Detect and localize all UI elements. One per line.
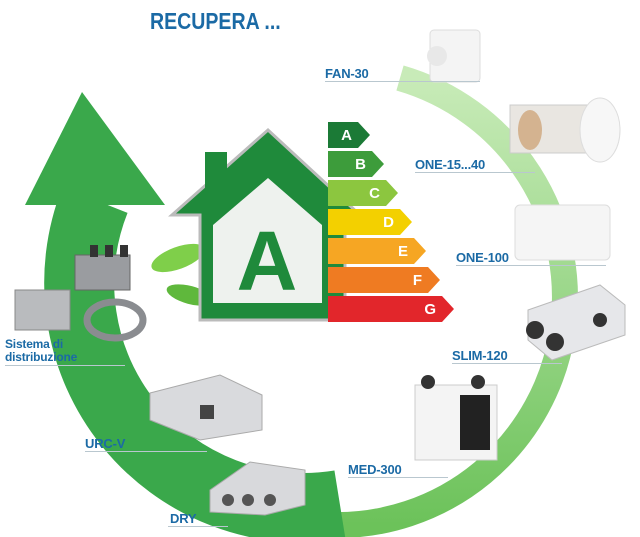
label-med-300: MED-300 bbox=[348, 462, 402, 477]
energy-bar-b bbox=[328, 151, 384, 177]
cycle-arrowhead bbox=[25, 92, 165, 205]
one-15-40-image bbox=[509, 97, 621, 163]
slim-120-image bbox=[526, 284, 626, 361]
divider bbox=[325, 81, 480, 82]
urc-v-image bbox=[149, 374, 263, 441]
label-line: distribuzione bbox=[5, 350, 78, 364]
energy-bar-letter: D bbox=[383, 214, 394, 231]
label-one-100: ONE-100 bbox=[456, 250, 509, 265]
energy-bar-d bbox=[328, 209, 412, 235]
label-slim-120: SLIM-120 bbox=[452, 348, 508, 363]
energy-bar-letter: A bbox=[341, 127, 352, 144]
divider bbox=[415, 172, 535, 173]
label-fan-30: FAN-30 bbox=[325, 66, 369, 81]
one-100-image bbox=[514, 204, 611, 261]
label-dry: DRY bbox=[170, 511, 197, 526]
fan-30-image bbox=[427, 29, 481, 83]
energy-bar-f bbox=[328, 267, 440, 293]
med-300-image bbox=[414, 375, 498, 461]
energy-bar-e bbox=[328, 238, 426, 264]
label-line: Sistema di bbox=[5, 337, 64, 351]
energy-bar-letter: B bbox=[355, 156, 366, 173]
divider bbox=[348, 477, 448, 478]
energy-bar-a bbox=[328, 122, 370, 148]
sistema-distribuzione-image bbox=[14, 245, 147, 342]
label-urc-v: URC-V bbox=[85, 436, 126, 451]
energy-bar-letter: G bbox=[424, 301, 436, 318]
energy-house-icon: A bbox=[168, 127, 364, 322]
leaf-icon bbox=[151, 243, 205, 273]
energy-bar-letter: C bbox=[369, 185, 380, 202]
divider bbox=[5, 365, 125, 366]
energy-bar-g bbox=[328, 296, 454, 322]
house-rating-letter: A bbox=[237, 214, 298, 308]
page-title: RECUPERA ... bbox=[150, 8, 281, 34]
divider bbox=[452, 363, 562, 364]
dry-image bbox=[209, 461, 306, 516]
divider bbox=[456, 265, 606, 266]
energy-bar-letter: F bbox=[413, 272, 422, 289]
energy-bar-c bbox=[328, 180, 398, 206]
label-one-15-40: ONE-15...40 bbox=[415, 157, 486, 172]
divider bbox=[168, 526, 228, 527]
divider bbox=[85, 451, 207, 452]
label-sistema-distribuzione: Sistema di distribuzione bbox=[5, 338, 77, 364]
energy-bar-letter: E bbox=[398, 243, 408, 260]
